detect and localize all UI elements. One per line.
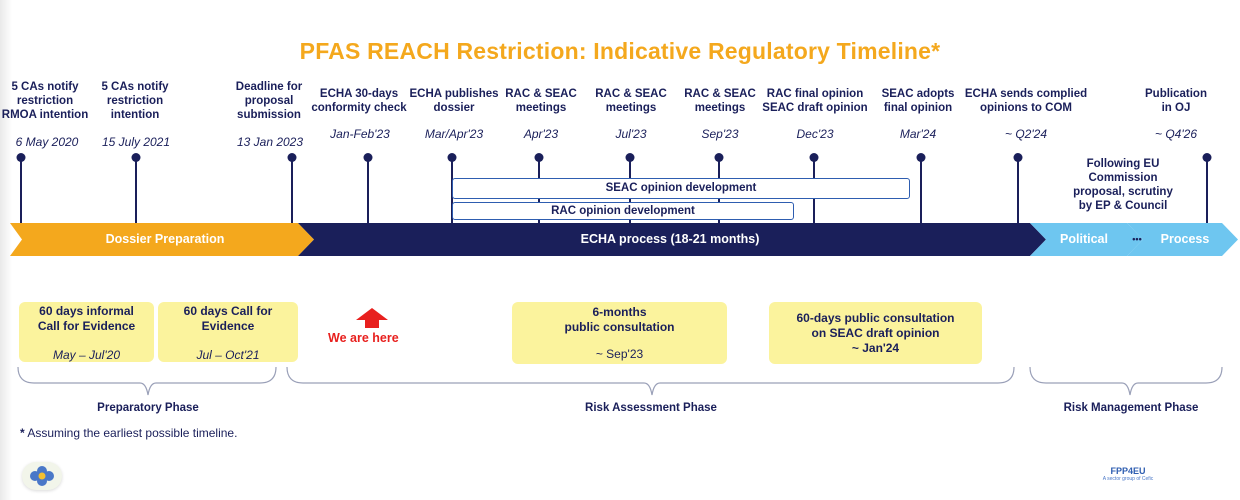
milestone-date: Jul'23 [615, 127, 647, 141]
milestone-date: Sep'23 [701, 127, 739, 141]
fpp4eu-logo: FPP4EU A sector group of Cefic [1098, 466, 1158, 482]
consultation-box: 6-months public consultation ~ Sep'23 [512, 302, 727, 364]
risk-management-phase-label: Risk Management Phase [1063, 402, 1199, 414]
milestone-tick [367, 158, 369, 228]
milestone-label: RAC & SEAC meetings [684, 88, 756, 114]
milestone-date: Dec'23 [796, 127, 834, 141]
echa-arrow [298, 223, 1046, 256]
milestone-label: 5 CAs notify restriction RMOA intention [1, 81, 89, 121]
milestone-dot [363, 153, 373, 162]
consultation-title: 6-months public consultation [564, 305, 675, 334]
milestone-label: 5 CAs notify restriction intention [101, 81, 169, 121]
consultation-box: 60 days Call for Evidence Jul – Oct'21 [158, 302, 298, 362]
footnote-text: Assuming the earliest possible timeline. [24, 426, 238, 440]
milestone-label: RAC final opinion SEAC draft opinion [762, 88, 868, 114]
footnote-star: * [20, 426, 25, 440]
process-arrow [1127, 223, 1238, 256]
page-title: PFAS REACH Restriction: Indicative Regul… [299, 38, 941, 64]
seac-opinion-band: SEAC opinion development [452, 178, 910, 199]
preparatory-bracket [17, 366, 277, 396]
preparatory-phase-label: Preparatory Phase [97, 402, 199, 414]
we-are-here-label: We are here [328, 331, 399, 345]
milestone-dot [809, 153, 819, 162]
milestone-label: RAC & SEAC meetings [595, 88, 667, 114]
milestone-date: 13 Jan 2023 [236, 135, 304, 149]
risk-assessment-bracket [286, 366, 1015, 396]
milestone-date: ~ Q2'24 [1005, 127, 1047, 141]
eu-scrutiny-note: Following EU Commission proposal, scruti… [1073, 158, 1173, 212]
milestone-dot [1013, 153, 1023, 162]
echa-process-label: ECHA process (18-21 months) [580, 232, 760, 246]
process-arrow-bar [10, 223, 1238, 256]
milestone-dot [916, 153, 926, 162]
milestone-dot [534, 153, 544, 162]
political-arrow [1030, 223, 1143, 256]
milestone-tick [291, 158, 293, 228]
consultation-period: ~ Sep'23 [595, 347, 644, 361]
consultation-period: May – Jul'20 [53, 348, 120, 362]
milestone-label: RAC & SEAC meetings [505, 88, 577, 114]
consultation-title: 60 days Call for Evidence [183, 304, 273, 333]
milestone-label: ECHA sends complied opinions to COM [964, 88, 1088, 114]
milestone-tick [20, 158, 22, 228]
consultation-period: Jul – Oct'21 [196, 348, 260, 362]
milestone-date: 15 July 2021 [101, 135, 171, 149]
milestone-dot [16, 153, 26, 162]
political-label: Political [1060, 232, 1108, 246]
footnote: * Assuming the earliest possible timelin… [20, 426, 237, 440]
phase-brackets [17, 366, 1223, 396]
milestone-tick [1017, 158, 1019, 228]
milestone-tick [920, 158, 922, 228]
ellipsis-label: ••• [1132, 234, 1142, 244]
milestone-dot [287, 153, 297, 162]
risk-management-bracket [1029, 366, 1223, 396]
milestone-label: ECHA publishes dossier [409, 88, 499, 114]
milestone-date: ~ Q4'26 [1155, 127, 1197, 141]
milestone-label: ECHA 30-days conformity check [311, 88, 407, 114]
process-label: Process [1160, 232, 1210, 246]
milestone-label: Deadline for proposal submission [235, 81, 303, 121]
logo-text: FPP4EU [1110, 466, 1146, 476]
milestone-label: SEAC adopts final opinion [881, 88, 955, 114]
milestone-date: Apr'23 [523, 127, 559, 141]
milestone-date: Mar'24 [899, 127, 937, 141]
milestone-date: Mar/Apr'23 [424, 127, 484, 141]
dossier-label: Dossier Preparation [105, 232, 225, 246]
logo-subtext: A sector group of Cefic [1102, 476, 1154, 482]
consultation-title: 60-days public consultation on SEAC draf… [796, 311, 955, 340]
left-edge-shadow [0, 0, 12, 500]
consultation-box: 60-days public consultation on SEAC draf… [769, 302, 982, 364]
milestone-tick [135, 158, 137, 228]
milestone-dot [625, 153, 635, 162]
consultation-period: ~ Jan'24 [851, 341, 900, 355]
milestone-tick [1206, 158, 1208, 228]
milestone-dot [447, 153, 457, 162]
dossier-arrow [10, 223, 314, 256]
consultation-box: 60 days informal Call for Evidence May –… [19, 302, 154, 362]
risk-assessment-phase-label: Risk Assessment Phase [585, 402, 717, 414]
milestone-dot [1202, 153, 1212, 162]
milestone-dot [714, 153, 724, 162]
milestone-date: Jan-Feb'23 [330, 127, 390, 141]
consultation-title: 60 days informal Call for Evidence [37, 304, 136, 333]
milestone-label: Publication in OJ [1145, 88, 1207, 114]
milestone-date: 6 May 2020 [15, 135, 79, 149]
flower-icon [30, 466, 54, 486]
up-arrow-icon [356, 308, 388, 328]
rac-opinion-band: RAC opinion development [452, 202, 794, 220]
cefic-logo [22, 462, 62, 490]
milestone-dot [131, 153, 141, 162]
